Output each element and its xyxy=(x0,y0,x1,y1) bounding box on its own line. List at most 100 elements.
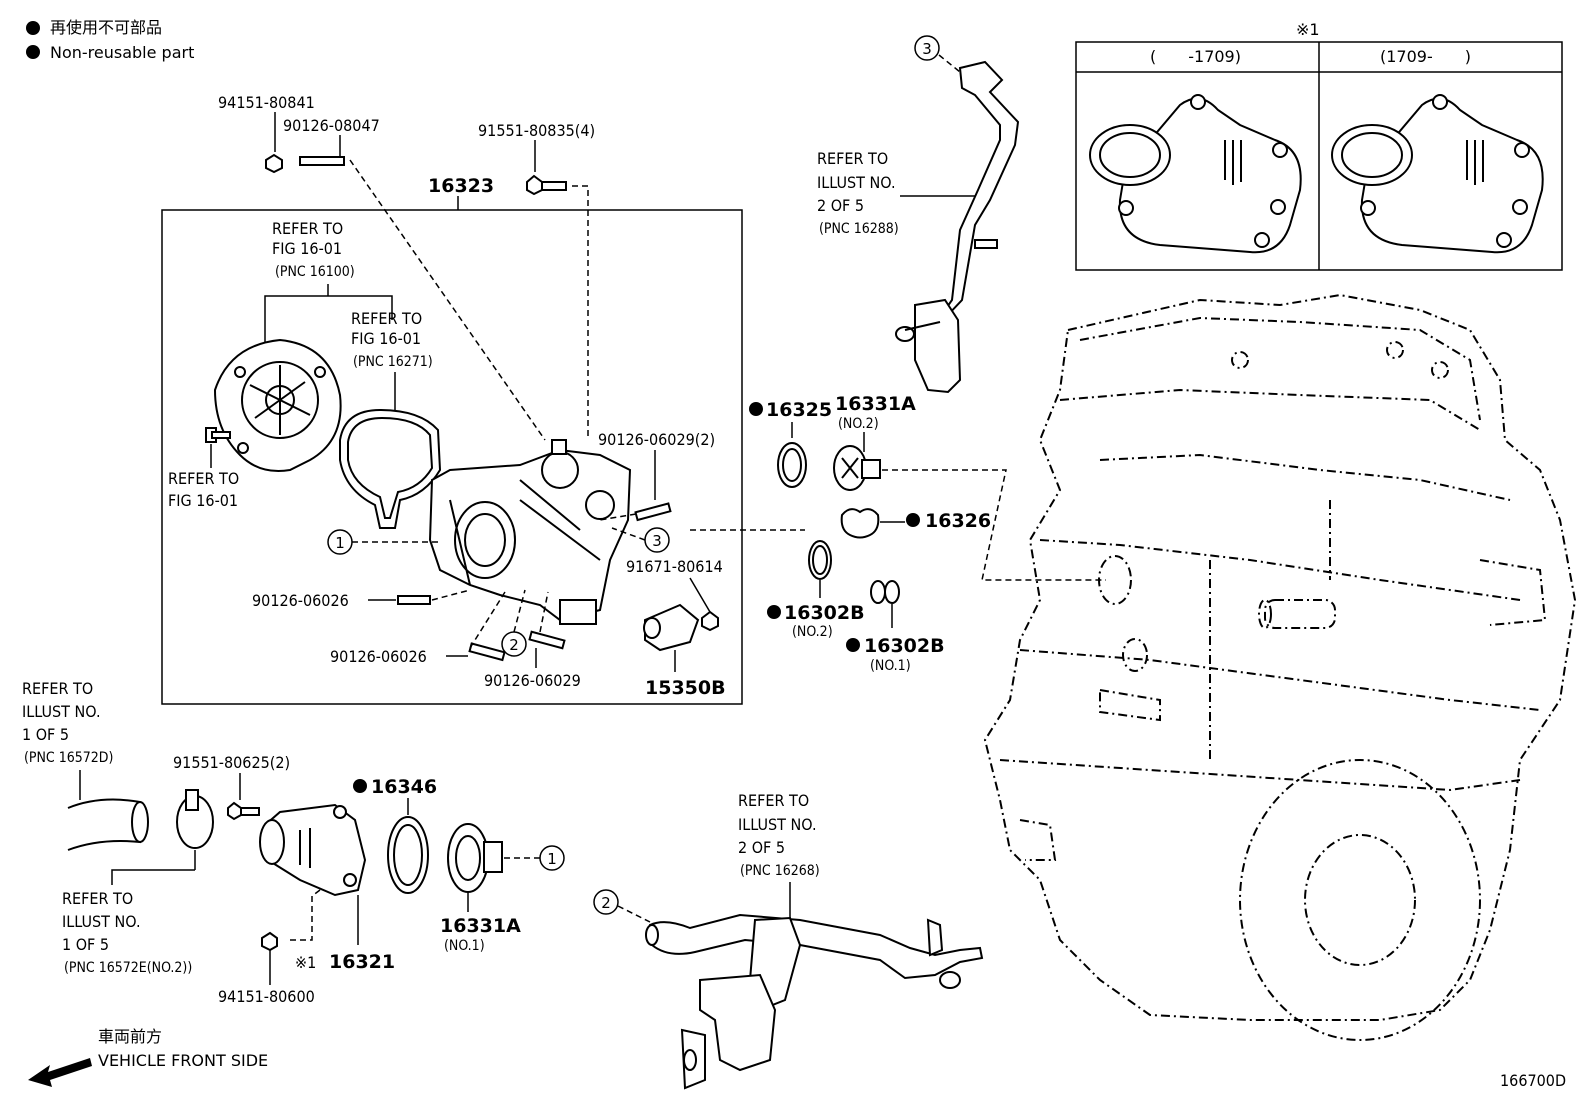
mark-16321: ※1 xyxy=(295,953,316,972)
inset-mark: ※1 xyxy=(1296,20,1320,39)
part-16326: 16326 xyxy=(925,510,991,532)
callout-2-left: 2 xyxy=(501,631,527,657)
svg-text:3: 3 xyxy=(922,40,932,58)
part-90126-06026-b: 90126-06026 xyxy=(330,647,427,666)
refer-illus-c-line2: ILLUST NO. xyxy=(62,912,141,931)
thermostat-housing-late-icon xyxy=(1331,94,1544,254)
non-reusable-dot-icon xyxy=(846,638,860,652)
bolt-shank-icon xyxy=(541,181,567,191)
part-15350B: 15350B xyxy=(645,677,726,699)
upper-water-pipe: 3 REFER TO ILLUST NO. 2 OF 5 (PNC 16288) xyxy=(817,35,1020,394)
refer-illus-b-line1: REFER TO xyxy=(22,679,93,698)
refer-illus-a-line1: REFER TO xyxy=(817,149,888,168)
refer-illus-d-line1: REFER TO xyxy=(738,791,809,810)
refer-fig-b-line3: (PNC 16271) xyxy=(353,354,433,370)
nut-icon xyxy=(265,153,283,174)
thermostat-housing-group: REFER TO ILLUST NO. 1 OF 5 (PNC 16572D) … xyxy=(22,679,565,1006)
group-frame xyxy=(161,209,743,705)
refer-fig-b-line2: FIG 16-01 xyxy=(351,329,421,348)
radiator-hose-icon xyxy=(67,798,141,851)
svg-text:2: 2 xyxy=(509,636,519,654)
part-91551-80625: 91551-80625(2) xyxy=(173,753,290,772)
svg-text:3: 3 xyxy=(652,532,662,550)
legend: 再使用不可部品 Non-reusable part xyxy=(26,18,194,62)
water-inlet-housing-group: 16323 REFER TO FIG 16-01 (PNC 16100) REF… xyxy=(161,175,743,705)
bolt-icon xyxy=(701,610,719,632)
refer-illus-a-line3: 2 OF 5 xyxy=(817,196,864,215)
legend-en: Non-reusable part xyxy=(50,43,194,62)
refer-illus-d-line4: (PNC 16268) xyxy=(740,863,820,879)
small-gasket-icon xyxy=(870,580,886,604)
svg-text:1: 1 xyxy=(547,850,557,868)
pump-gasket-icon xyxy=(339,408,442,529)
thermostat-icon xyxy=(833,445,881,491)
variant-inset: ※1 ( -1709) (1709- ) xyxy=(1075,20,1563,271)
refer-fig-a-line1: REFER TO xyxy=(272,219,343,238)
svg-text:2: 2 xyxy=(601,894,611,912)
stud-bolt-icon xyxy=(397,595,431,605)
refer-illus-b-line4: (PNC 16572D) xyxy=(24,750,113,766)
no1-label-b: (NO.1) xyxy=(444,938,485,954)
stud-bolt-icon xyxy=(528,630,566,650)
refer-illus-b-line3: 1 OF 5 xyxy=(22,725,69,744)
refer-illus-a-line4: (PNC 16288) xyxy=(819,221,899,237)
part-16325: 16325 xyxy=(766,399,832,421)
part-94151-80841: 94151-80841 xyxy=(218,93,315,112)
upper-bolts: 94151-80841 90126-08047 91551-80835(4) xyxy=(218,93,595,441)
seal-group: 16325 16331A (NO.2) 16326 16302B (NO.2) … xyxy=(749,393,1106,674)
nut-icon xyxy=(261,931,278,952)
callout-1-right: 1 xyxy=(539,845,565,871)
bolt-head-icon xyxy=(227,801,242,821)
part-90126-06029-2: 90126-06029(2) xyxy=(598,430,715,449)
refer-fig-c-line1: REFER TO xyxy=(168,469,239,488)
arrow-left-icon xyxy=(28,1058,92,1087)
refer-fig-a-line3: (PNC 16100) xyxy=(275,264,355,280)
svg-text:1: 1 xyxy=(335,534,345,552)
refer-illus-a-line2: ILLUST NO. xyxy=(817,173,896,192)
part-90126-06029: 90126-06029 xyxy=(484,671,581,690)
part-90126-08047: 90126-08047 xyxy=(283,116,380,135)
inset-col-left: ( -1709) xyxy=(1150,47,1241,66)
pipe-bracket-icon xyxy=(914,298,962,394)
front-en: VEHICLE FRONT SIDE xyxy=(98,1051,268,1070)
part-16346: 16346 xyxy=(371,776,437,798)
part-16331A-no2: 16331A xyxy=(835,393,916,415)
hose-clamp-icon xyxy=(176,789,214,849)
part-91671-80614: 91671-80614 xyxy=(626,557,723,576)
no1-label-a: (NO.1) xyxy=(870,658,911,674)
non-reusable-dot-icon xyxy=(26,21,40,35)
non-reusable-dot-icon xyxy=(767,605,781,619)
callout-2-right: 2 xyxy=(593,889,619,915)
callout-3-left: 3 xyxy=(644,527,670,553)
non-reusable-dot-icon xyxy=(749,402,763,416)
gasket-icon xyxy=(840,508,880,539)
diagram-number: 166700D xyxy=(1500,1071,1566,1090)
thermostat-icon xyxy=(447,823,503,893)
legend-jp: 再使用不可部品 xyxy=(50,18,162,37)
refer-illus-c-line1: REFER TO xyxy=(62,889,133,908)
water-pipe-icon xyxy=(935,60,1020,322)
stud-bolt-icon xyxy=(299,156,345,166)
stud-bolt-icon xyxy=(468,642,506,662)
refer-fig-a-line2: FIG 16-01 xyxy=(272,239,342,258)
part-16331A-no1: 16331A xyxy=(440,915,521,937)
refer-illus-b-line2: ILLUST NO. xyxy=(22,702,101,721)
non-reusable-dot-icon xyxy=(353,779,367,793)
pump-bolt-icon xyxy=(205,427,231,443)
water-pump-icon xyxy=(213,338,342,472)
refer-illus-c-line4: (PNC 16572E(NO.2)) xyxy=(64,960,192,976)
part-16323: 16323 xyxy=(428,175,494,197)
water-pipe-icon xyxy=(648,913,984,980)
front-jp: 車両前方 xyxy=(98,1027,162,1046)
stud-bolt-icon xyxy=(634,502,672,522)
refer-illus-d-line3: 2 OF 5 xyxy=(738,838,785,857)
bypass-pipe-icon xyxy=(643,603,700,652)
thermostat-housing-icon xyxy=(259,803,367,897)
part-90126-06026-a: 90126-06026 xyxy=(252,591,349,610)
thermostat-housing-early-icon xyxy=(1089,94,1302,254)
inset-col-right: (1709- ) xyxy=(1380,47,1471,66)
part-16302B-no1: 16302B xyxy=(864,635,945,657)
non-reusable-dot-icon xyxy=(26,45,40,59)
part-91551-80835: 91551-80835(4) xyxy=(478,121,595,140)
